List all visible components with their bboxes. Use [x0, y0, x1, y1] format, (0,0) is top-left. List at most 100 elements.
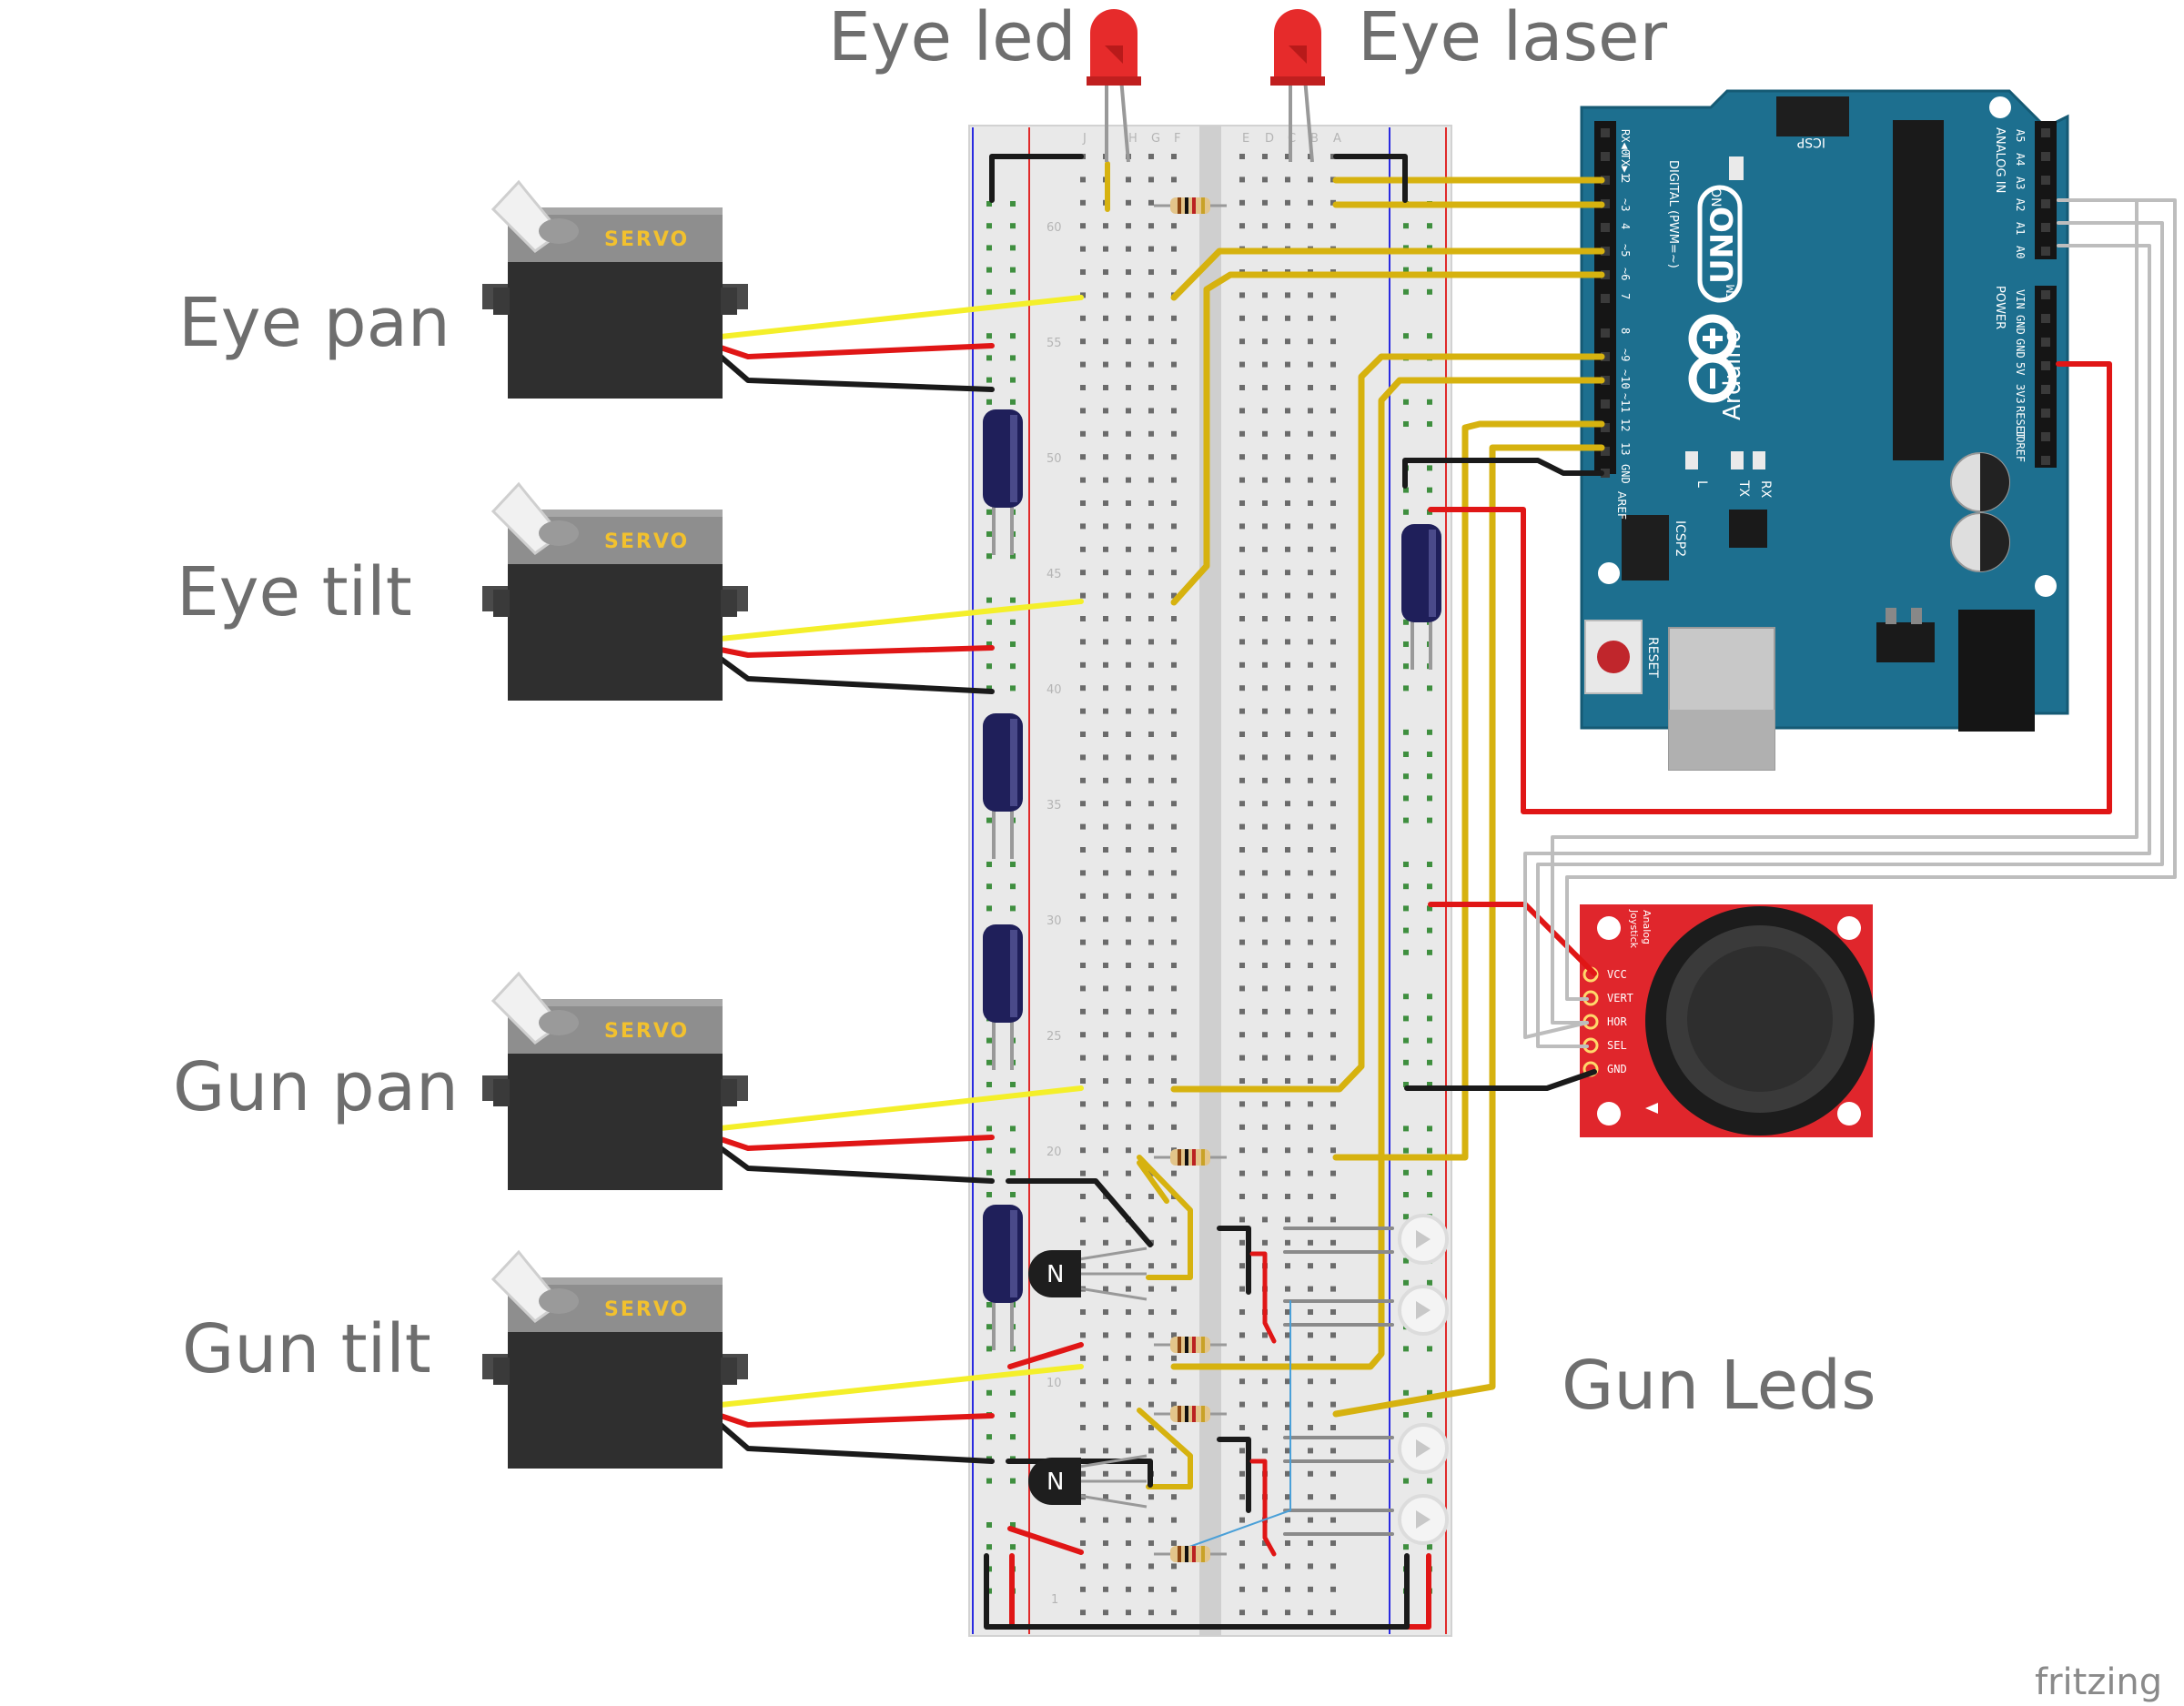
wire-d13-gun-leds	[1332, 444, 1605, 1418]
eye-led	[1087, 9, 1141, 163]
svg-text:N: N	[1046, 1261, 1064, 1288]
row-num-20: 20	[1046, 1146, 1062, 1159]
sparkfun-flame-icon	[1645, 1103, 1658, 1114]
label-analog-header: ANALOG IN	[1993, 127, 2007, 193]
mounting-hole-icon	[1989, 96, 2011, 118]
uno-badge: UNO	[1697, 185, 1743, 303]
reset-button-icon	[1597, 641, 1630, 673]
icsp-header	[1776, 96, 1849, 136]
resistor-icon	[1154, 1149, 1227, 1166]
col-letter-d: D	[1265, 132, 1274, 146]
servo-brand-text: SERVO	[604, 1020, 689, 1043]
electrolytic-capacitor-icon	[983, 1205, 1023, 1350]
atmega-chip	[1893, 120, 1944, 460]
mounting-hole-icon	[1597, 916, 1621, 940]
row-num-45: 45	[1046, 568, 1062, 581]
arduino-model: UNO	[1704, 207, 1741, 284]
joystick-subtitle: Analog	[1641, 910, 1653, 944]
wire-gun-pan-signal	[1170, 353, 1605, 1093]
row-num-35: 35	[1046, 799, 1062, 813]
arduino-logo	[1688, 314, 1737, 403]
voltage-regulator	[1876, 622, 1935, 662]
servo-brand-text: SERVO	[604, 530, 689, 553]
transistors: N N	[1028, 1247, 1148, 1509]
col-letter-b: B	[1310, 132, 1319, 146]
wires	[718, 154, 2177, 1630]
label-power-header: POWER	[1993, 286, 2007, 329]
servo-eye-tilt: SERVO	[482, 481, 748, 701]
component-labels: Eye led Eye laser Eye pan Eye tilt Gun p…	[173, 0, 1876, 1425]
capacitors	[983, 409, 1441, 1350]
pin-label-vin: VIN	[2014, 289, 2027, 309]
pin-label-d5: ~5	[1619, 244, 1632, 257]
joy-pin-gnd: GND	[1607, 1063, 1627, 1075]
wire-servo-eye-tilt-signal	[718, 599, 1084, 641]
servo-body	[508, 1332, 723, 1469]
joy-pin-sel: SEL	[1607, 1039, 1627, 1052]
resistor-icon	[1154, 1406, 1227, 1422]
pin-label-a0: A0	[2014, 246, 2027, 258]
electrolytic-capacitor-icon	[983, 409, 1023, 555]
col-letter-h: H	[1128, 132, 1138, 146]
label-eye-tilt: Eye tilt	[177, 553, 412, 631]
col-letter-a: A	[1333, 132, 1341, 146]
pin-label-5v: 5V	[2014, 362, 2027, 375]
arduino-uno-board: Arduino TM UNO ON ICSP ICSP2 RESET DIGIT…	[1580, 89, 2069, 771]
digital-pin-labels: RX◀0 TX▶1 2 ~3 4 ~5 ~6 7 8 ~9 ~10 ~11 12…	[1619, 129, 1632, 484]
pin-label-d13: 13	[1619, 442, 1632, 455]
electrolytic-capacitor-icon	[983, 924, 1023, 1070]
wire-gun-tilt-signal	[1170, 377, 1605, 1370]
white-led-icon	[1398, 1285, 1449, 1336]
pin-label-ioref: IOREF	[2014, 429, 2027, 462]
label-eye-laser: Eye laser	[1358, 0, 1668, 76]
pin-label-d9: ~9	[1619, 348, 1632, 361]
npn-transistor-icon: N	[1028, 1247, 1148, 1301]
col-letter-e: E	[1242, 132, 1249, 146]
label-l: L	[1694, 480, 1709, 488]
label-eye-led: Eye led	[828, 0, 1077, 76]
wire-eye-tilt-signal	[1170, 271, 1605, 606]
pin-label-a3: A3	[2014, 177, 2027, 189]
col-letter-g: G	[1151, 132, 1160, 146]
servo-body	[508, 262, 723, 399]
gun-leds	[1398, 1214, 1449, 1545]
pin-label-d3: ~3	[1619, 198, 1632, 211]
electrolytic-capacitor-icon	[1401, 524, 1441, 670]
servo-gun-tilt: SERVO	[482, 1249, 748, 1469]
row-num-30: 30	[1046, 914, 1062, 928]
col-letter-f: F	[1174, 132, 1180, 146]
label-digital-header: DIGITAL (PWM=~)	[1666, 160, 1680, 268]
resistor-icon	[1154, 197, 1227, 214]
mounting-hole-icon	[1837, 916, 1861, 940]
pin-label-d7: 7	[1619, 293, 1632, 299]
row-num-10: 10	[1046, 1377, 1062, 1390]
servo-brand-text: SERVO	[604, 1298, 689, 1321]
wire-eye-pan-signal	[1170, 247, 1605, 301]
fritzing-watermark: fritzing	[2035, 1661, 2162, 1703]
npn-transistor-icon: N	[1028, 1454, 1148, 1509]
pin-label-d0: RX◀0	[1619, 129, 1632, 156]
icsp2-header	[1622, 515, 1669, 580]
resistor-icon	[1154, 1337, 1227, 1353]
red-led-icon	[1274, 9, 1321, 78]
pin-label-a2: A2	[2014, 198, 2027, 211]
wire-servo-eye-pan-signal	[718, 295, 1084, 339]
pin-label-d4: 4	[1619, 223, 1632, 229]
label-reset: RESET	[1645, 637, 1660, 678]
pin-label-d12: 12	[1619, 419, 1632, 431]
pin-label-3v3: 3V3	[2014, 384, 2027, 404]
power-jack	[1958, 610, 2035, 732]
label-icsp2: ICSP2	[1673, 520, 1687, 557]
label-tx: TX	[1736, 479, 1751, 498]
mounting-hole-icon	[1598, 562, 1620, 584]
red-led-icon	[1090, 9, 1138, 78]
label-gun-leds: Gun Leds	[1562, 1347, 1876, 1425]
breadboard-row-numbers: 60 55 50 45 40 35 30 25 20 15 10 5 1	[1046, 221, 1062, 1607]
wire-servo-gun-tilt-signal	[718, 1364, 1084, 1408]
joystick-title: Joystick	[1628, 909, 1640, 949]
resistor-icon	[1154, 1546, 1227, 1562]
servo-eye-pan: SERVO	[482, 179, 748, 399]
pin-label-d8: 8	[1619, 328, 1632, 334]
col-letter-j: J	[1082, 132, 1087, 146]
